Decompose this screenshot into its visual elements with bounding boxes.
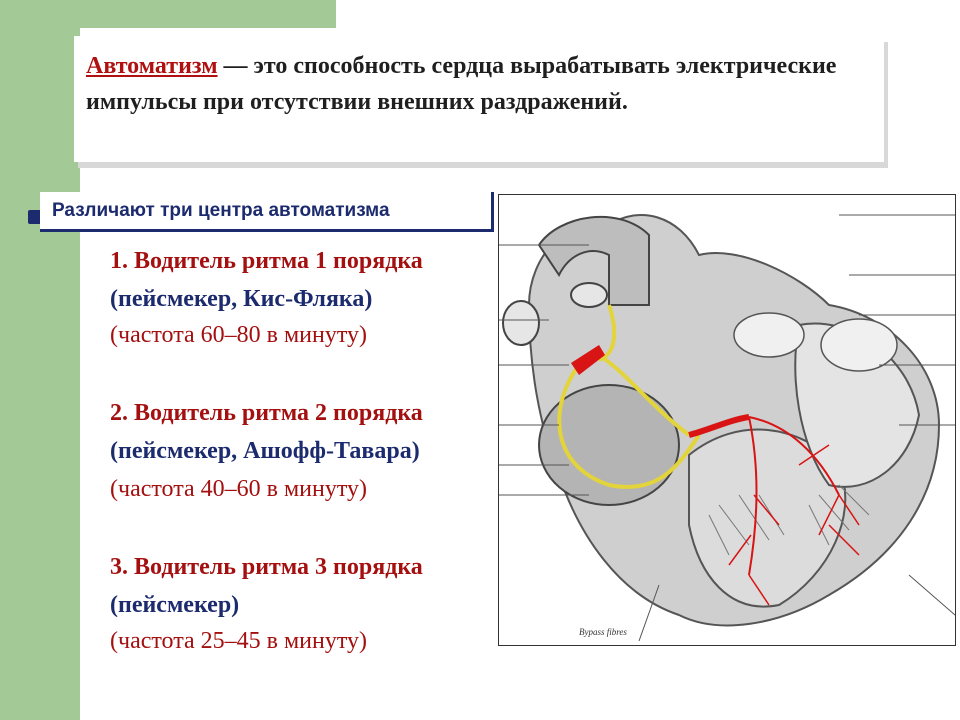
section-tab-label: Различают три центра автоматизма [52,200,390,221]
item-1-subtitle: (пейсмекер, Кис-Фляка) [110,286,373,312]
item-1-rate: (частота 60–80 в минуту) [110,322,368,348]
item-2-subtitle: (пейсмекер, Ашофф-Тавара) [110,438,420,464]
definition-box [74,36,884,162]
vessel-top [570,282,608,308]
pacemaker-list: 1. Водитель ритма 1 порядка (пейсмекер, … [80,232,498,720]
left-ventricle [688,428,847,608]
definition-term: Автоматизм [86,53,218,79]
top-green-band [80,0,336,28]
item-3-rate: (частота 25–45 в минуту) [110,628,368,654]
definition-text: Автоматизм — это способность сердца выра… [86,48,876,120]
valve-right [820,318,898,372]
figure-caption: Bypass fibres [579,627,627,637]
aorta [537,215,650,306]
item-3-title: 3. Водитель ритма 3 порядка [110,554,423,580]
valve-upper [733,312,805,358]
section-tab-marker [28,210,40,224]
trabeculae [708,484,870,556]
left-green-band [0,0,80,720]
right-atrium [538,384,680,506]
item-1-title: 1. Водитель ритма 1 порядка [110,248,423,274]
internodal-pathways [557,304,701,489]
sa-node [571,345,605,375]
item-3-subtitle: (пейсмекер) [110,592,240,618]
item-2-rate: (частота 40–60 в минуту) [110,476,368,502]
item-2-title: 2. Водитель ритма 2 порядка [110,400,423,426]
vessel-left [502,300,540,346]
section-tab: Различают три центра автоматизма [40,192,494,232]
label-lines [499,214,955,642]
heart-diagram: Bypass fibres [499,214,955,642]
heart-conduction-illustration: Bypass fibres [498,194,956,646]
his-purkinje-system [688,414,860,606]
definition-body: — это способность сердца вырабатывать эл… [86,53,837,115]
